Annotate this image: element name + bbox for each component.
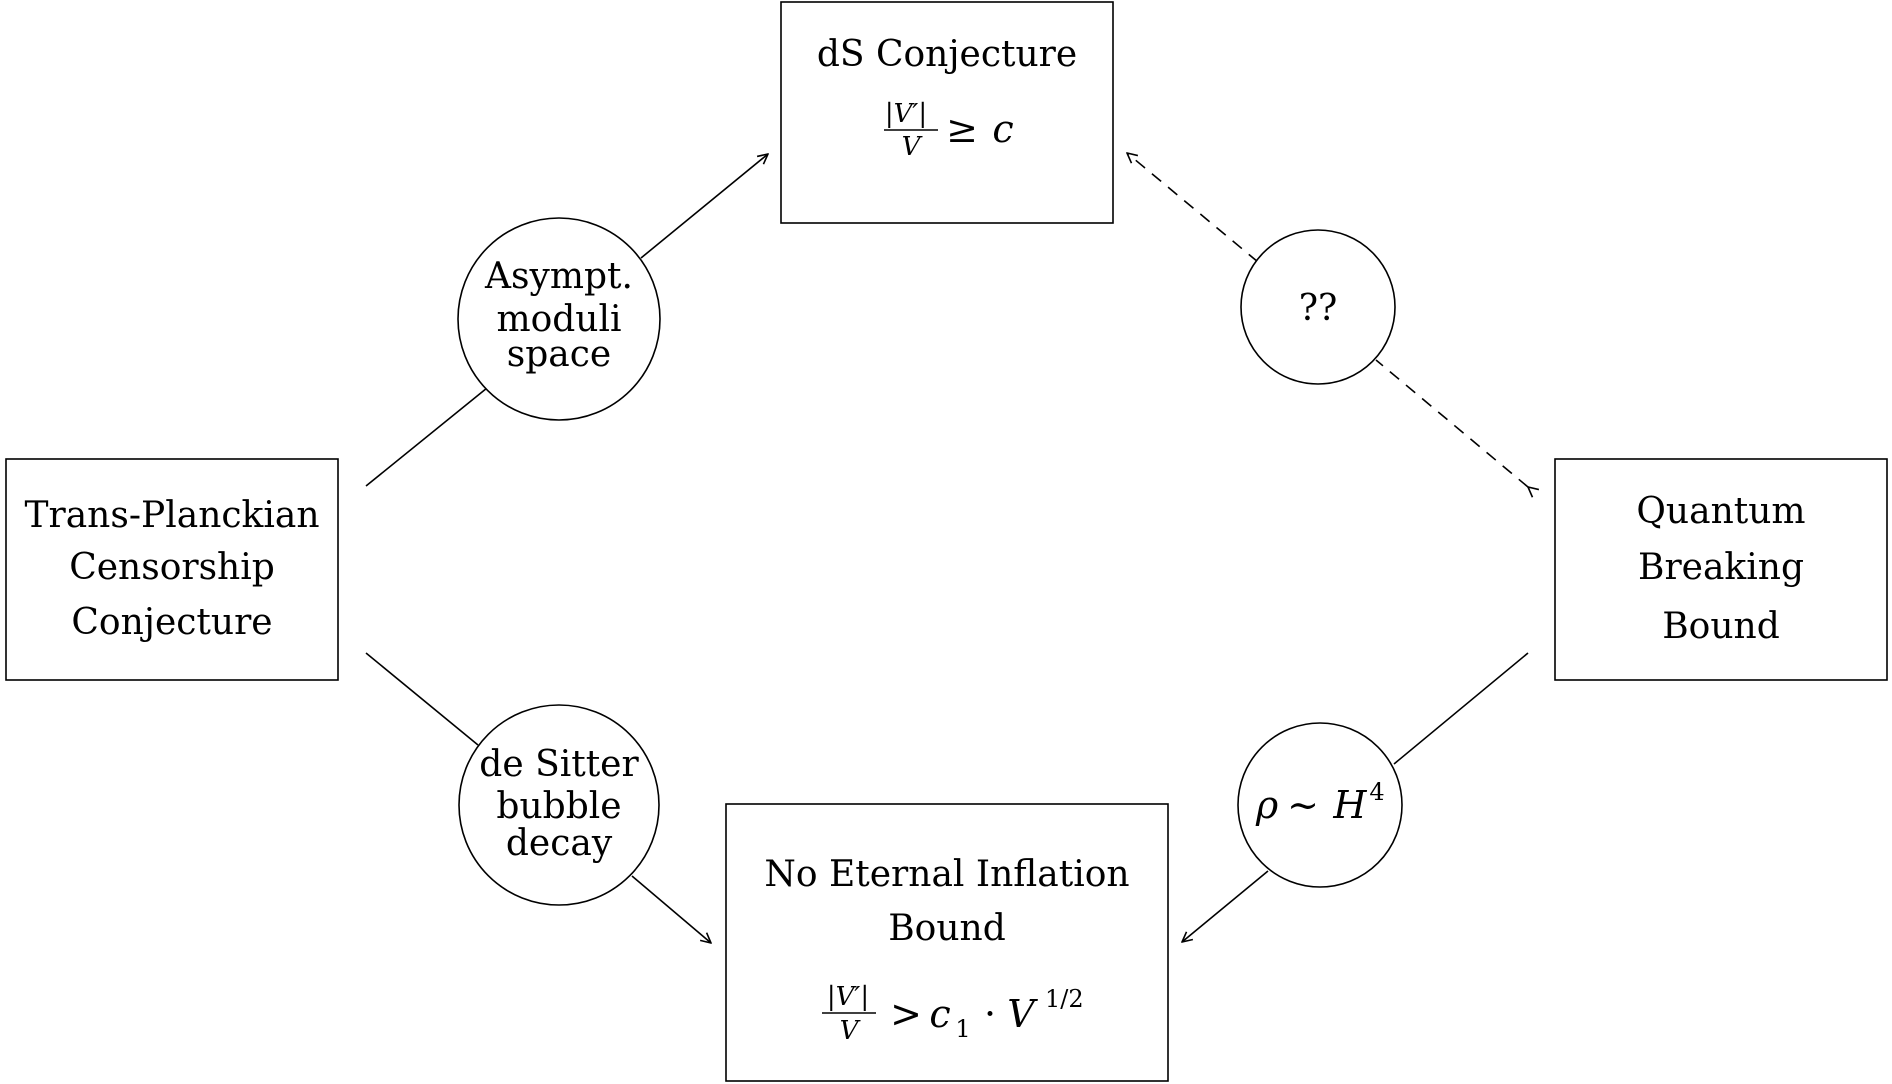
asympt-line-3: space: [507, 334, 611, 375]
rho-scaling-label: ρ ∼ H 4: [1237, 722, 1403, 888]
qb-line-2: Breaking: [1638, 547, 1804, 588]
svg-text:·: ·: [984, 992, 996, 1036]
edge-tcc-to-desitter: [365, 652, 479, 746]
tcc-line-2: Censorship: [69, 547, 275, 588]
edge-unknown-to-ds: [1127, 153, 1259, 263]
unknown-link-label: ??: [1240, 229, 1396, 385]
qb-line-1: Quantum: [1636, 491, 1805, 532]
edge-asympt-to-ds: [640, 154, 768, 259]
tcc-line-1: Trans-Planckian: [24, 495, 319, 536]
rho-symbol: ρ: [1255, 783, 1279, 827]
h-symbol: H: [1332, 783, 1367, 827]
ds-conjecture-title: dS Conjecture: [817, 34, 1077, 75]
asympt-line-2: moduli: [496, 299, 621, 340]
svg-text:c: c: [929, 992, 950, 1036]
quantum-breaking-node: Quantum Breaking Bound: [1554, 458, 1888, 681]
nei-line-1: No Eternal Inflation: [764, 854, 1129, 895]
ds-conjecture-node: dS Conjecture |V′| V ≥ c: [780, 1, 1114, 224]
svg-text:V: V: [1007, 992, 1038, 1036]
edge-rho-to-nei: [1182, 870, 1269, 942]
svg-text:>: >: [890, 992, 922, 1036]
nei-line-2: Bound: [888, 908, 1006, 949]
svg-text:1/2: 1/2: [1045, 985, 1084, 1013]
ds-conjecture-formula: |V′| V ≥ c: [884, 99, 1014, 162]
desitter-line-3: decay: [506, 823, 613, 864]
edge-qb-to-rho: [1393, 652, 1529, 765]
asympt-moduli-label: Asympt. moduli space: [457, 217, 661, 421]
desitter-line-1: de Sitter: [479, 744, 639, 785]
unknown-text: ??: [1299, 288, 1338, 329]
svg-text:c: c: [992, 107, 1013, 151]
tcc-line-3: Conjecture: [71, 602, 272, 643]
edge-tcc-to-asympt: [365, 387, 488, 487]
edge-desitter-to-nei: [631, 875, 711, 943]
svg-text:|V′|: |V′|: [885, 99, 927, 129]
h-exponent: 4: [1369, 778, 1384, 806]
svg-text:V: V: [902, 132, 923, 162]
desitter-line-2: bubble: [496, 786, 621, 827]
tcc-node: Trans-Planckian Censorship Conjecture: [5, 458, 339, 681]
svg-text:|V′|: |V′|: [827, 982, 869, 1012]
qb-line-3: Bound: [1662, 606, 1780, 647]
nei-formula: |V′| V > c 1 · V 1/2: [822, 982, 1084, 1046]
asympt-line-1: Asympt.: [484, 256, 633, 297]
no-eternal-inflation-node: No Eternal Inflation Bound |V′| V > c 1 …: [725, 803, 1169, 1082]
svg-text:1: 1: [955, 1015, 970, 1043]
sim-symbol: ∼: [1287, 783, 1319, 827]
svg-text:≥: ≥: [946, 107, 978, 151]
de-sitter-decay-label: de Sitter bubble decay: [458, 704, 660, 906]
edge-qb-to-unknown: [1375, 359, 1528, 487]
svg-text:V: V: [840, 1016, 861, 1046]
